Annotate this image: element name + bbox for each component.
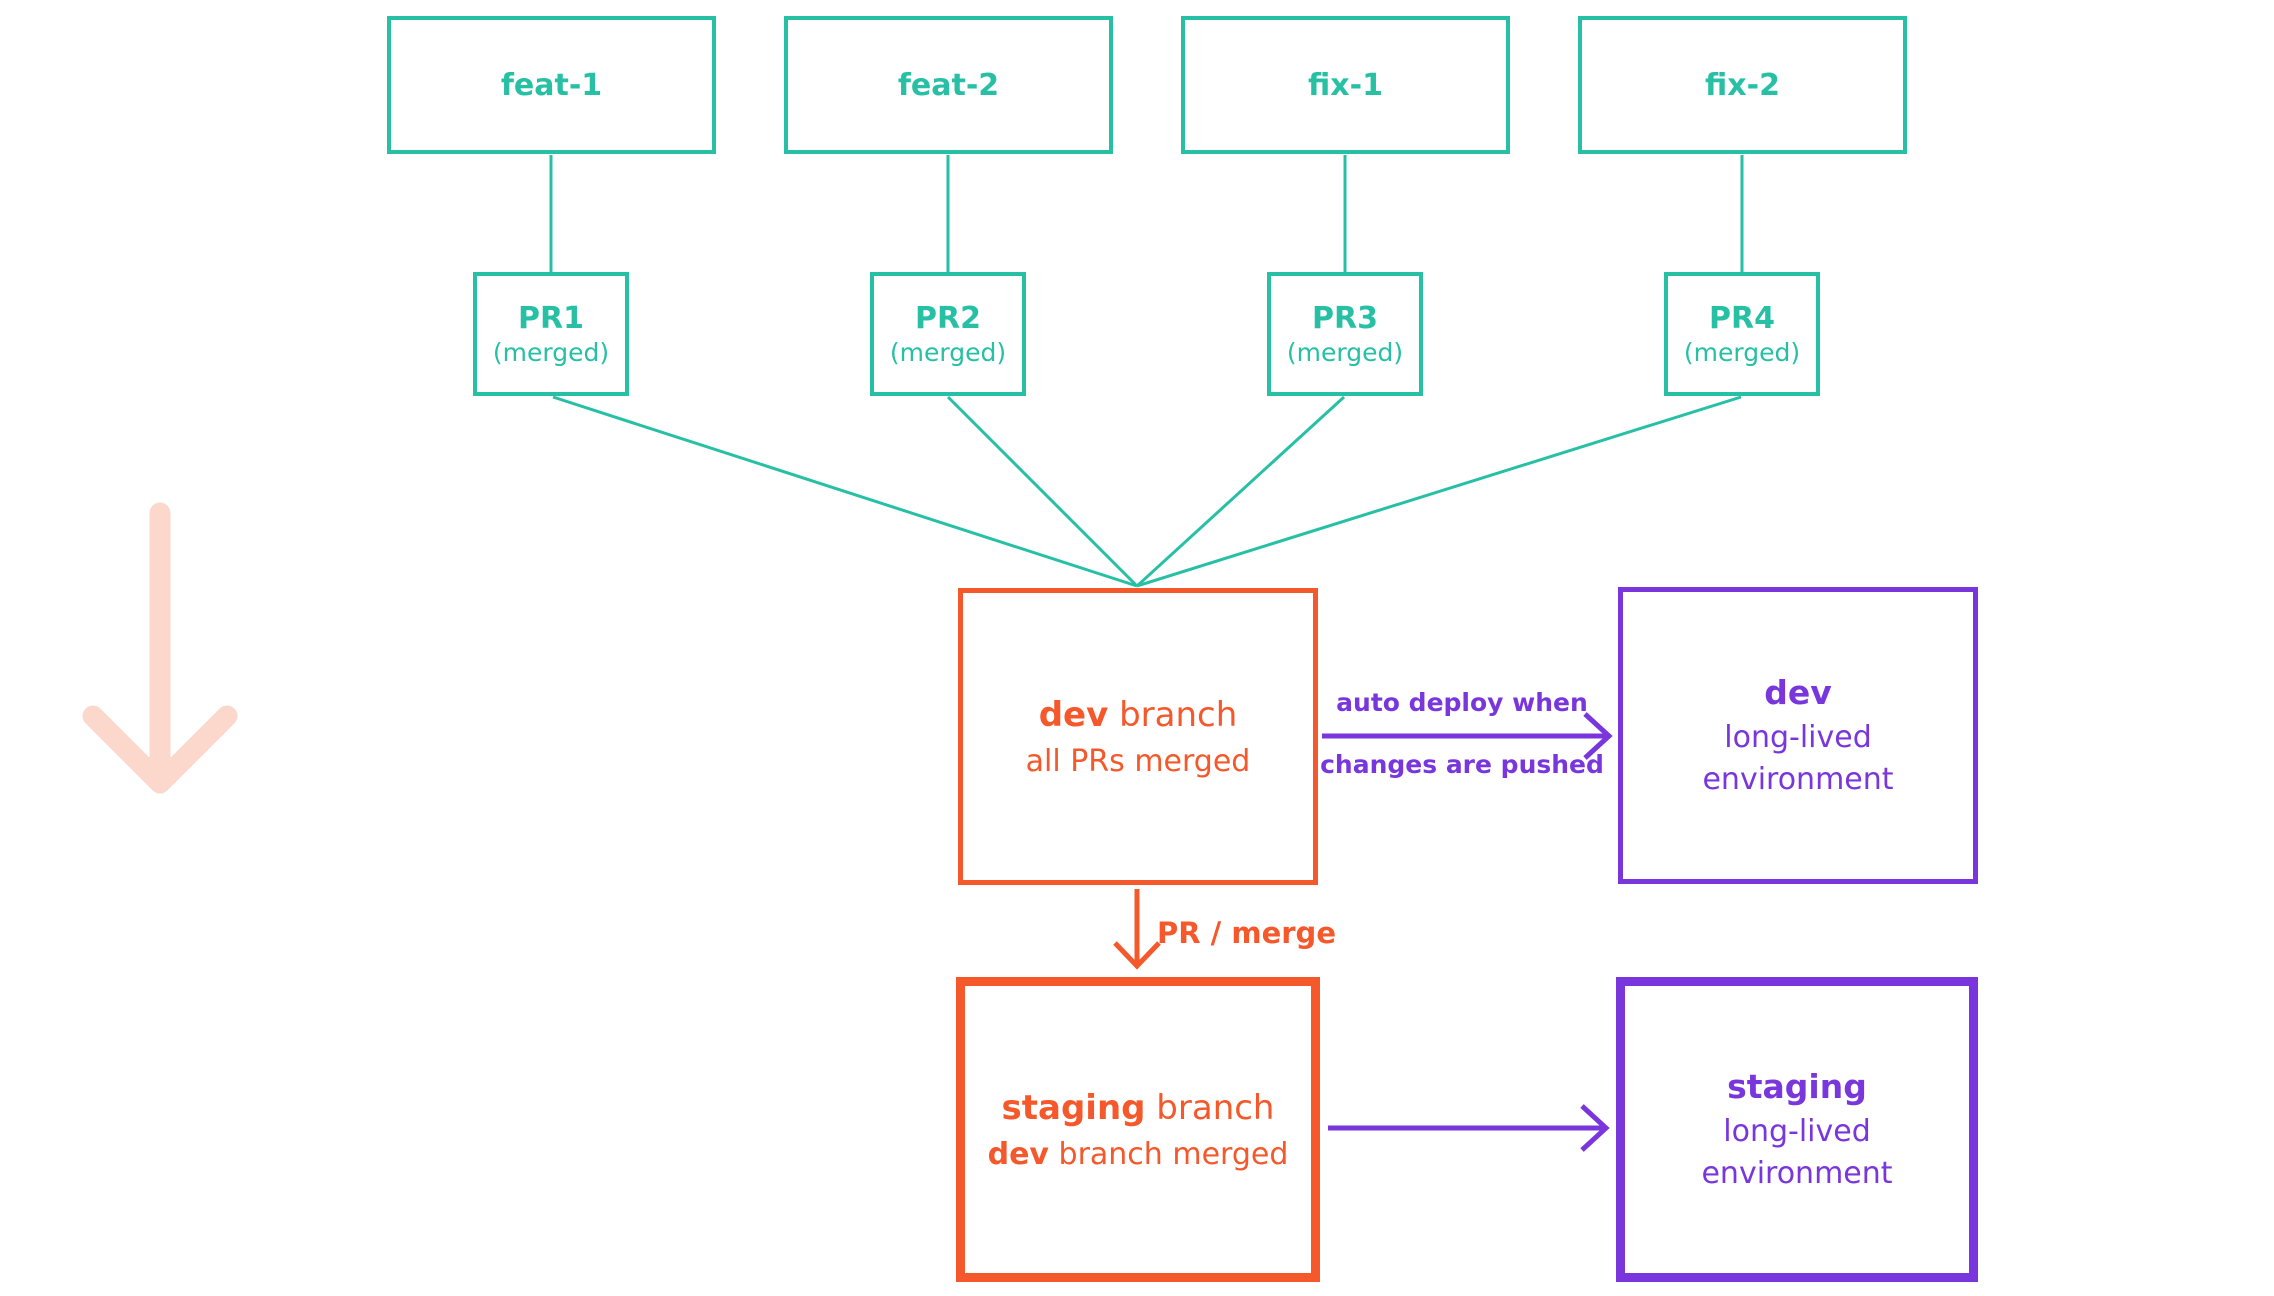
staging-branch-box: staging branch dev branch merged (956, 977, 1320, 1282)
feature-branch-label: feat-1 (500, 67, 603, 103)
pr-box-pr4: PR4 (merged) (1664, 272, 1820, 396)
pr-merge-arrow (1113, 889, 1161, 970)
pr-name: PR3 (1312, 300, 1378, 336)
feature-branch-label: fix-1 (1308, 67, 1383, 103)
feature-branch-box-fix-1: fix-1 (1181, 16, 1510, 154)
pr-box-pr2: PR2 (merged) (870, 272, 1026, 396)
pr-name: PR1 (518, 300, 584, 336)
pr-box-pr1: PR1 (merged) (473, 272, 629, 396)
auto-deploy-arrow (1322, 712, 1613, 760)
feature-branch-label: fix-2 (1705, 67, 1780, 103)
staging-deploy-arrow (1328, 1104, 1610, 1152)
pr-status: (merged) (1683, 338, 1801, 368)
pr-box-pr3: PR3 (merged) (1267, 272, 1423, 396)
auto-deploy-label-line1: auto deploy when (1336, 688, 1588, 717)
dev-environment-title: dev (1764, 673, 1832, 713)
pr-status: (merged) (1286, 338, 1404, 368)
staging-environment-line2: long-lived (1723, 1113, 1871, 1149)
pr-name: PR2 (915, 300, 981, 336)
dev-environment-box: dev long-lived environment (1618, 587, 1978, 884)
dev-environment-line3: environment (1702, 761, 1894, 797)
dev-branch-title: dev branch (1038, 695, 1238, 735)
staging-environment-box: staging long-lived environment (1616, 977, 1978, 1282)
dev-environment-line2: long-lived (1724, 719, 1872, 755)
staging-branch-subtitle: dev branch merged (987, 1137, 1289, 1172)
feature-branch-box-feat-1: feat-1 (387, 16, 716, 154)
auto-deploy-label-line2: changes are pushed (1320, 750, 1604, 779)
feature-to-pr-connectors (549, 155, 1744, 272)
down-arrow-icon (82, 502, 238, 794)
feature-branch-box-feat-2: feat-2 (784, 16, 1113, 154)
staging-environment-line3: environment (1701, 1155, 1893, 1191)
pr-to-dev-connectors (552, 395, 1742, 588)
pr-status: (merged) (492, 338, 610, 368)
feature-branch-box-fix-2: fix-2 (1578, 16, 1907, 154)
dev-branch-subtitle: all PRs merged (1025, 744, 1251, 779)
dev-branch-box: dev branch all PRs merged (958, 588, 1318, 885)
pr-status: (merged) (889, 338, 1007, 368)
staging-environment-title: staging (1727, 1067, 1867, 1107)
pr-name: PR4 (1709, 300, 1775, 336)
feature-branch-label: feat-2 (897, 67, 1000, 103)
staging-branch-title: staging branch (1001, 1088, 1275, 1128)
pr-merge-label: PR / merge (1157, 916, 1336, 950)
